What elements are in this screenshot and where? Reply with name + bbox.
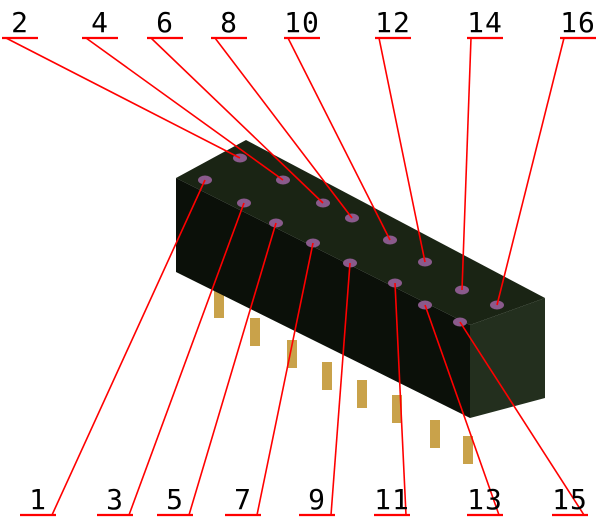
leader-line-bottom <box>128 202 245 516</box>
leader-line-bottom <box>424 304 500 516</box>
leader-line-top <box>85 37 284 181</box>
connector-front-face <box>176 178 470 418</box>
pin-holes <box>198 153 504 327</box>
pin-lead <box>287 340 297 368</box>
pin-label-top: 6 <box>156 6 174 39</box>
leader-line-bottom <box>256 242 314 516</box>
leader-line-bottom <box>51 179 206 516</box>
pin-label-top: 12 <box>375 6 411 39</box>
pin-label-bottom: 3 <box>106 483 124 516</box>
pin-lead <box>250 318 260 346</box>
pin-label-top: 10 <box>284 6 320 39</box>
connector-body <box>176 140 545 418</box>
leader-line-top <box>150 37 324 204</box>
connector-side-face <box>470 298 545 418</box>
pin-label-bottom: 15 <box>552 483 588 516</box>
leader-line-top <box>287 37 391 241</box>
pin-label-top: 4 <box>91 6 109 39</box>
pin-lead <box>392 395 402 423</box>
leader-line-bottom <box>459 321 585 516</box>
pin-lead <box>463 436 473 464</box>
leader-line-top <box>5 37 241 159</box>
pin-lead <box>214 290 224 318</box>
leader-line-top <box>461 37 472 291</box>
connector-top-face <box>176 140 545 325</box>
leader-line-bottom <box>188 222 277 516</box>
pin-label-top: 2 <box>11 6 29 39</box>
leader-line-top <box>214 37 353 219</box>
pin-label-bottom: 7 <box>234 483 252 516</box>
pin-label-bottom: 11 <box>374 483 410 516</box>
pin-label-bottom: 13 <box>467 483 503 516</box>
pin-label-bottom: 9 <box>308 483 326 516</box>
leader-lines <box>5 37 585 516</box>
pin-label-bottom: 5 <box>166 483 184 516</box>
pin-lead <box>430 420 440 448</box>
pin-label-top: 8 <box>220 6 238 39</box>
pin-label-bottom: 1 <box>29 483 47 516</box>
pin-lead <box>322 362 332 390</box>
connector-leads <box>214 290 473 464</box>
leader-line-top <box>496 37 565 306</box>
pin-label-top: 16 <box>560 6 596 39</box>
pin-label-top: 14 <box>467 6 503 39</box>
leader-line-bottom <box>394 282 407 516</box>
leader-line-top <box>378 37 426 263</box>
leader-line-bottom <box>330 262 351 516</box>
pin-lead <box>357 380 367 408</box>
label-underlines <box>2 36 596 517</box>
